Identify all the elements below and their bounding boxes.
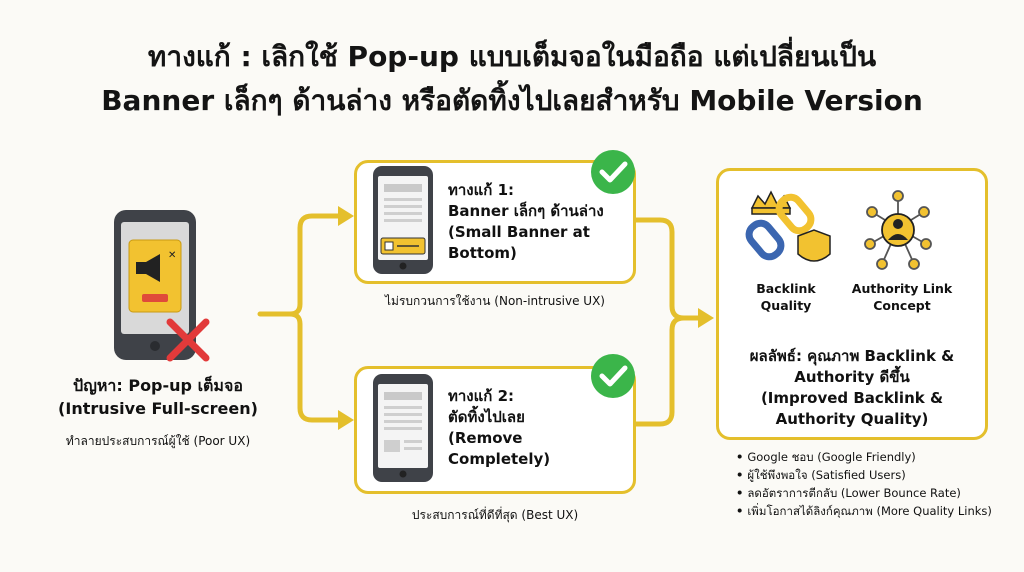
solution-2-title-en: (Remove <box>448 429 523 447</box>
arrow-to-solution-2 <box>287 311 343 423</box>
benefit-item: ลดอัตราการตีกลับ (Lower Bounce Rate) <box>736 484 1020 502</box>
authority-link-label: Authority Link <box>851 281 953 296</box>
arrow-to-solution-1 <box>257 213 343 317</box>
backlink-quality-label: Backlink <box>756 281 816 296</box>
solution-2-heading: ทางแก้ 2: <box>448 387 515 405</box>
solution-2-phone-icon <box>373 374 433 482</box>
benefits-list: Google ชอบ (Google Friendly) ผู้ใช้พึงพอ… <box>736 448 1020 520</box>
result-title-en: (Improved Backlink & <box>760 389 944 407</box>
svg-text:✕: ✕ <box>168 250 176 261</box>
solution-1-title-en-2: Bottom) <box>448 244 517 262</box>
solution-1-phone-icon <box>373 166 433 274</box>
solution-2-title: ตัดทิ้งไปเลย <box>448 408 525 426</box>
branch-arrows <box>257 213 703 427</box>
arrow-head-icon <box>338 410 354 430</box>
page-title-line-2: Banner เล็กๆ ด้านล่าง หรือตัดทิ้งไปเลยสำ… <box>101 84 923 117</box>
problem-subtitle: (Intrusive Full-screen) <box>58 399 258 418</box>
result-title-en-2: Authority Quality) <box>775 410 929 428</box>
solution-1-title-en: (Small Banner at <box>448 223 590 241</box>
backlink-quality-label-2: Quality <box>760 298 812 313</box>
arrow-from-solution-1 <box>633 217 703 321</box>
check-icon <box>591 150 635 194</box>
solution-1-title: Banner เล็กๆ ด้านล่าง <box>448 202 604 220</box>
solution-1-heading: ทางแก้ 1: <box>448 181 515 199</box>
problem-title: ปัญหา: Pop-up เต็มจอ <box>73 376 243 395</box>
arrow-head-icon <box>698 308 714 328</box>
arrow-from-solution-2 <box>633 315 687 427</box>
solution-1-caption: ไม่รบกวนการใช้งาน (Non-intrusive UX) <box>385 294 605 308</box>
arrow-head-icon <box>338 206 354 226</box>
benefit-item: Google ชอบ (Google Friendly) <box>736 448 1020 466</box>
backlink-quality-icon <box>745 190 831 262</box>
problem-caption: ทำลายประสบการณ์ผู้ใช้ (Poor UX) <box>65 434 251 448</box>
cross-icon <box>166 318 210 362</box>
check-icon <box>591 354 635 398</box>
solution-2-title-en-2: Completely) <box>448 450 551 468</box>
benefit-item: ผู้ใช้พึงพอใจ (Satisfied Users) <box>736 466 1020 484</box>
solution-2-caption: ประสบการณ์ที่ดีที่สุด (Best UX) <box>411 508 579 522</box>
page-title-line-1: ทางแก้ : เลิกใช้ Pop-up แบบเต็มจอในมือถื… <box>147 40 877 73</box>
result-title: ผลลัพธ์: คุณภาพ Backlink & <box>749 347 955 365</box>
result-title-2: Authority ดีขึ้น <box>794 368 910 386</box>
authority-link-icon <box>864 190 932 270</box>
authority-link-label-2: Concept <box>873 298 931 313</box>
benefit-item: เพิ่มโอกาสได้ลิงก์คุณภาพ (More Quality L… <box>736 502 1020 520</box>
problem-phone-icon: ✕ <box>114 210 196 360</box>
